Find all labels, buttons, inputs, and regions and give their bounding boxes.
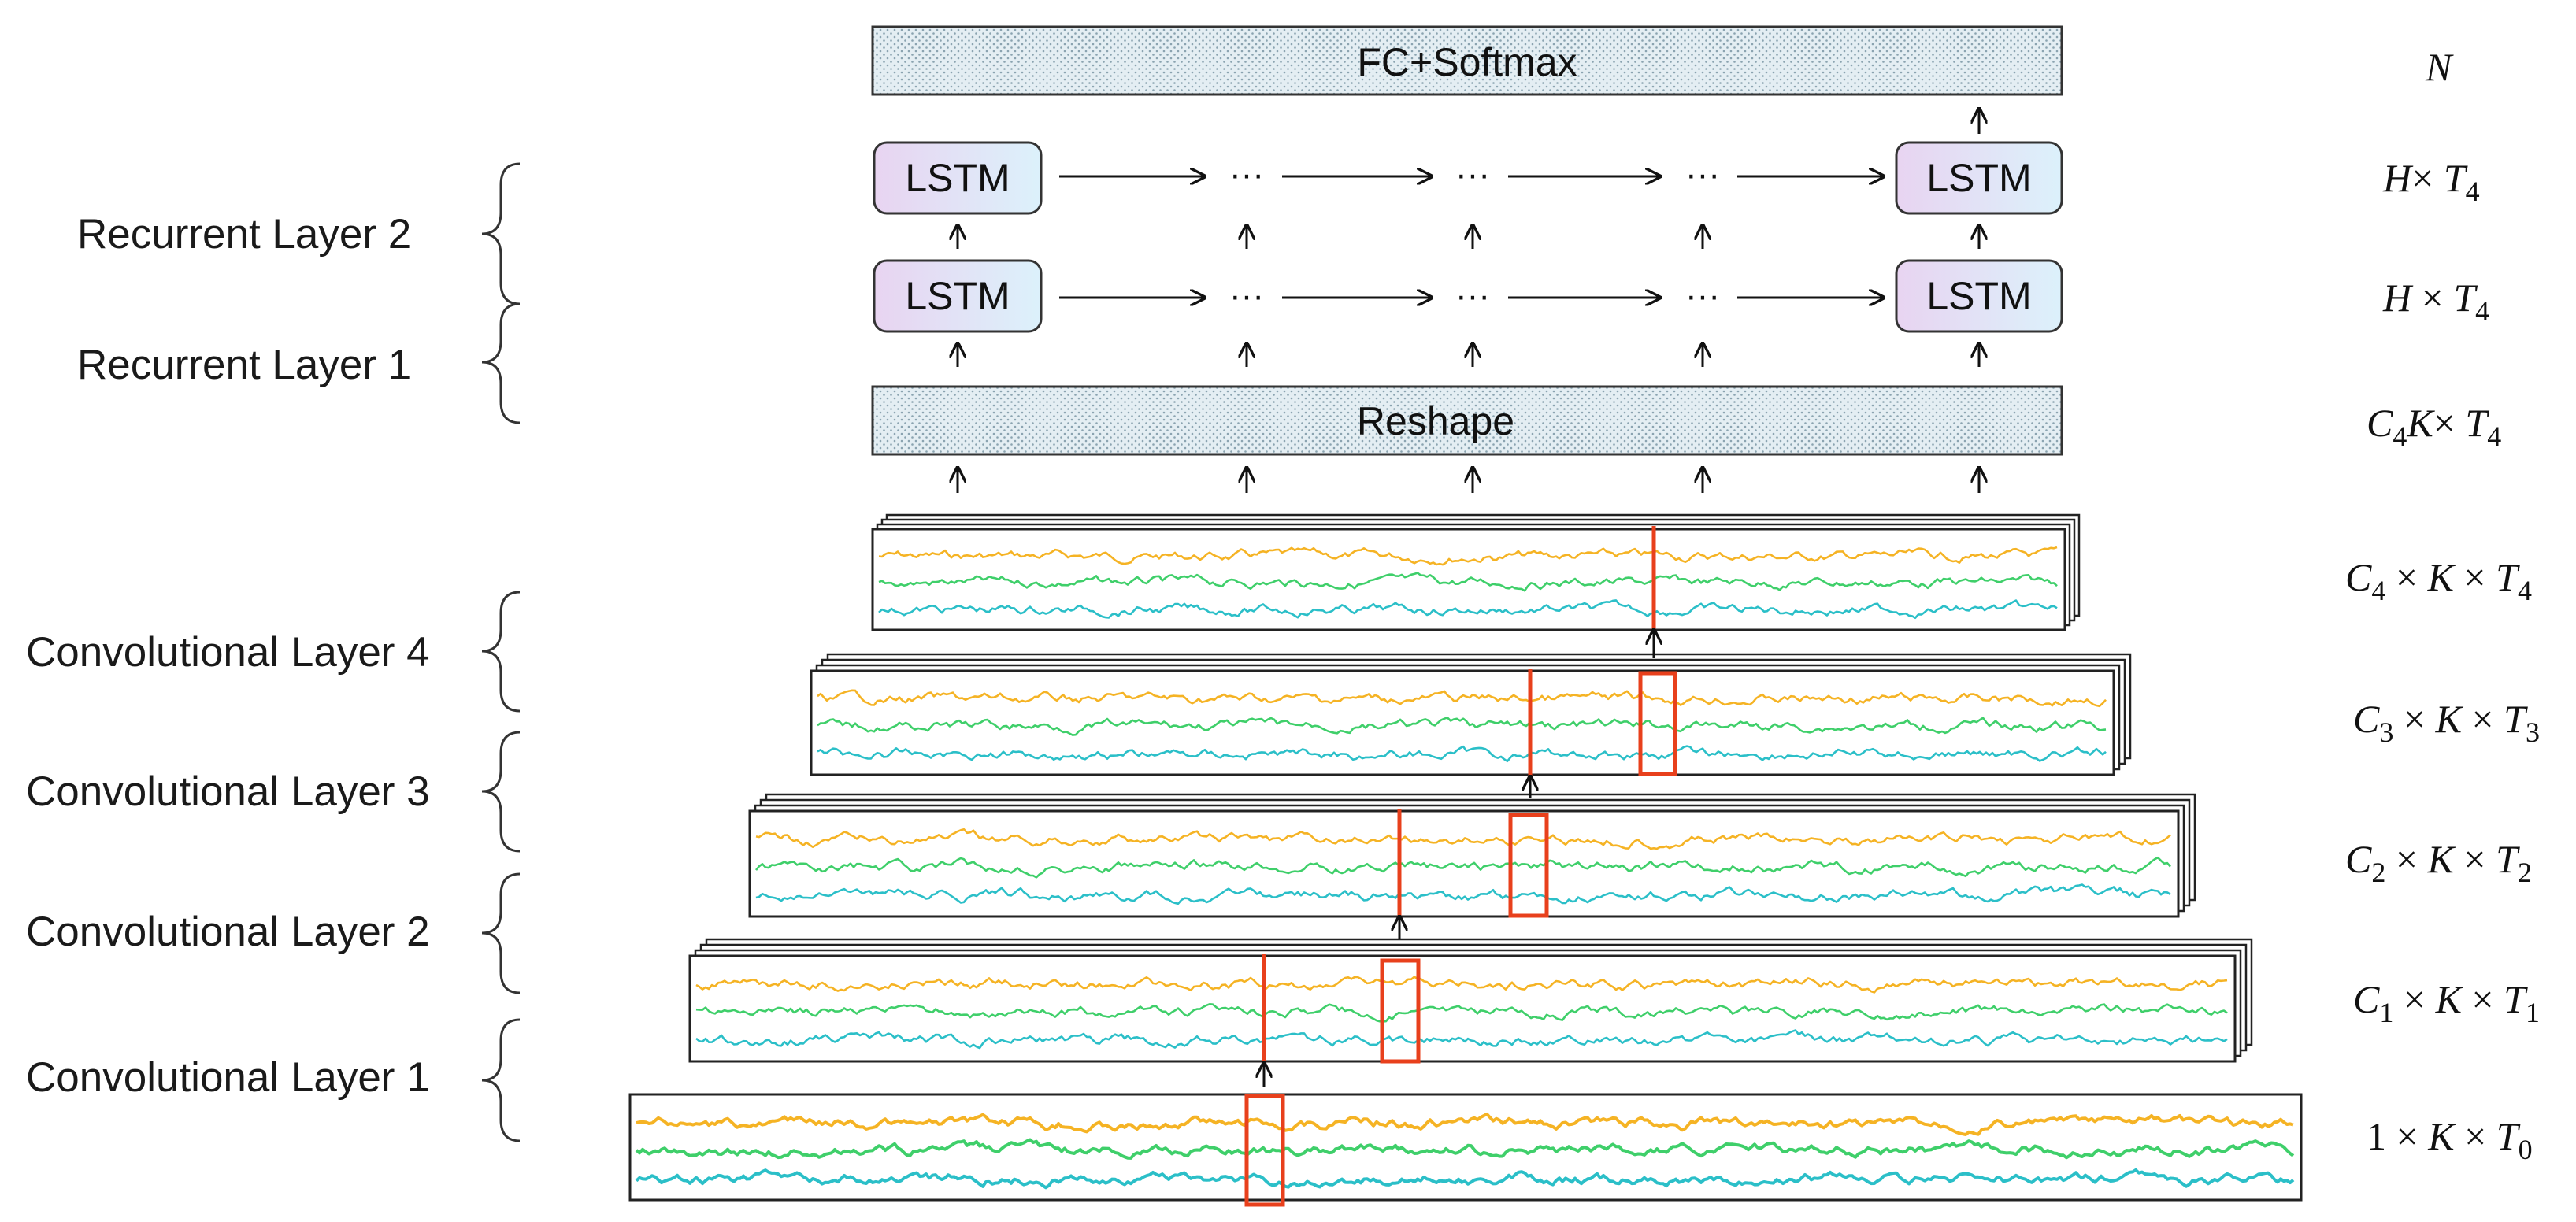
dim-reshape: C4K× T4 (2367, 401, 2501, 452)
lstm-cell-1-first (873, 259, 1043, 333)
label-conv-layer-1: Convolutional Layer 1 (26, 1054, 430, 1101)
lstm-2-ellipsis-2: ··· (1455, 155, 1490, 194)
label-conv-layer-3: Convolutional Layer 3 (26, 768, 430, 815)
lstm-cell-2-last (1895, 141, 2063, 215)
fc-softmax-label: FC+Softmax (1357, 40, 1577, 84)
lstm-2-ellipsis-3: ··· (1685, 155, 1720, 194)
lstm-1-last-label: LSTM (1926, 274, 2031, 318)
input-map-signal-1 (636, 1112, 2294, 1136)
dim-rnn2: H× T4 (2382, 156, 2480, 207)
dim-conv3: C3 × K × T3 (2353, 697, 2540, 748)
lstm-2-first-label: LSTM (905, 156, 1010, 200)
conv3-map-signal-3 (817, 745, 2107, 763)
lstm-2-ellipsis-1: ··· (1229, 155, 1264, 194)
brace-conv-3 (481, 731, 521, 853)
conv4-map (871, 513, 2081, 631)
conv3-map-receptive-field (1638, 671, 1677, 776)
vertical-arrows-reshape (958, 468, 1979, 493)
brace-recurrent-1 (481, 302, 521, 424)
reshape-block: Reshape (871, 385, 2063, 456)
lstm-row-1: LSTM LSTM ··· ··· ··· (873, 259, 2063, 333)
conv1-map-signal-3 (695, 1029, 2228, 1050)
dim-conv4: C4 × K × T4 (2345, 555, 2532, 606)
brace-conv-4 (481, 591, 521, 713)
braces (481, 162, 521, 1142)
label-conv-layer-2: Convolutional Layer 2 (26, 909, 430, 955)
conv2-map-receptive-field (1508, 813, 1549, 918)
feature-maps (628, 513, 2303, 1207)
vertical-arrows-conv (1264, 630, 1654, 1087)
input-map-signal-2 (635, 1138, 2295, 1160)
label-recurrent-layer-2: Recurrent Layer 2 (77, 211, 411, 257)
lstm-1-first-label: LSTM (905, 274, 1010, 318)
conv4-map-signal-2 (878, 572, 2058, 592)
input-map (628, 1093, 2303, 1207)
lstm-cell-2-first (873, 141, 1043, 215)
lstm-row-2: LSTM LSTM ··· ··· ··· (873, 141, 2063, 215)
dimension-labels: N H× T4 H × T4 C4K× T4 C4 × K × T4 C3 × … (2345, 45, 2540, 1165)
lstm-1-ellipsis-1: ··· (1229, 276, 1264, 315)
conv1-map-signal-1 (695, 976, 2228, 994)
conv4-map-signal-1 (878, 546, 2058, 566)
conv2-map-signal-1 (755, 828, 2171, 850)
brace-recurrent-2 (481, 162, 521, 306)
conv2-map-signal-3 (755, 883, 2171, 905)
dim-conv2: C2 × K × T2 (2345, 837, 2532, 888)
layer-labels: Recurrent Layer 2 Recurrent Layer 1 Conv… (26, 211, 430, 1101)
dim-conv1: C1 × K × T1 (2353, 977, 2540, 1028)
reshape-label: Reshape (1357, 399, 1514, 443)
input-map-signal-3 (635, 1168, 2295, 1190)
conv3-map-signal-2 (817, 717, 2107, 736)
lstm-cell-1-last (1895, 259, 2063, 333)
vertical-arrows-recurrent (958, 225, 1979, 367)
dim-rnn1: H × T4 (2382, 276, 2489, 327)
conv3-map (810, 653, 2132, 776)
conv3-map-signal-1 (817, 689, 2107, 708)
input-map-receptive-field (1244, 1094, 1285, 1207)
lstm-2-last-label: LSTM (1926, 156, 2031, 200)
conv4-map-signal-3 (878, 599, 2058, 620)
brace-conv-1 (481, 1018, 521, 1142)
conv1-map (688, 938, 2253, 1064)
lstm-1-ellipsis-3: ··· (1685, 276, 1720, 315)
conv1-map-signal-2 (695, 1003, 2228, 1023)
dim-input: 1 × K × T0 (2367, 1114, 2533, 1165)
fc-softmax-block: FC+Softmax (871, 25, 2063, 96)
conv3-map-frame (810, 669, 2115, 776)
brace-conv-2 (481, 872, 521, 994)
conv2-map-signal-2 (754, 856, 2171, 879)
conv2-map (748, 793, 2196, 918)
label-recurrent-layer-1: Recurrent Layer 1 (77, 342, 411, 388)
label-conv-layer-4: Convolutional Layer 4 (26, 629, 430, 676)
lstm-1-ellipsis-2: ··· (1455, 276, 1490, 315)
dim-output: N (2425, 45, 2454, 89)
conv1-map-receptive-field (1380, 958, 1421, 1064)
